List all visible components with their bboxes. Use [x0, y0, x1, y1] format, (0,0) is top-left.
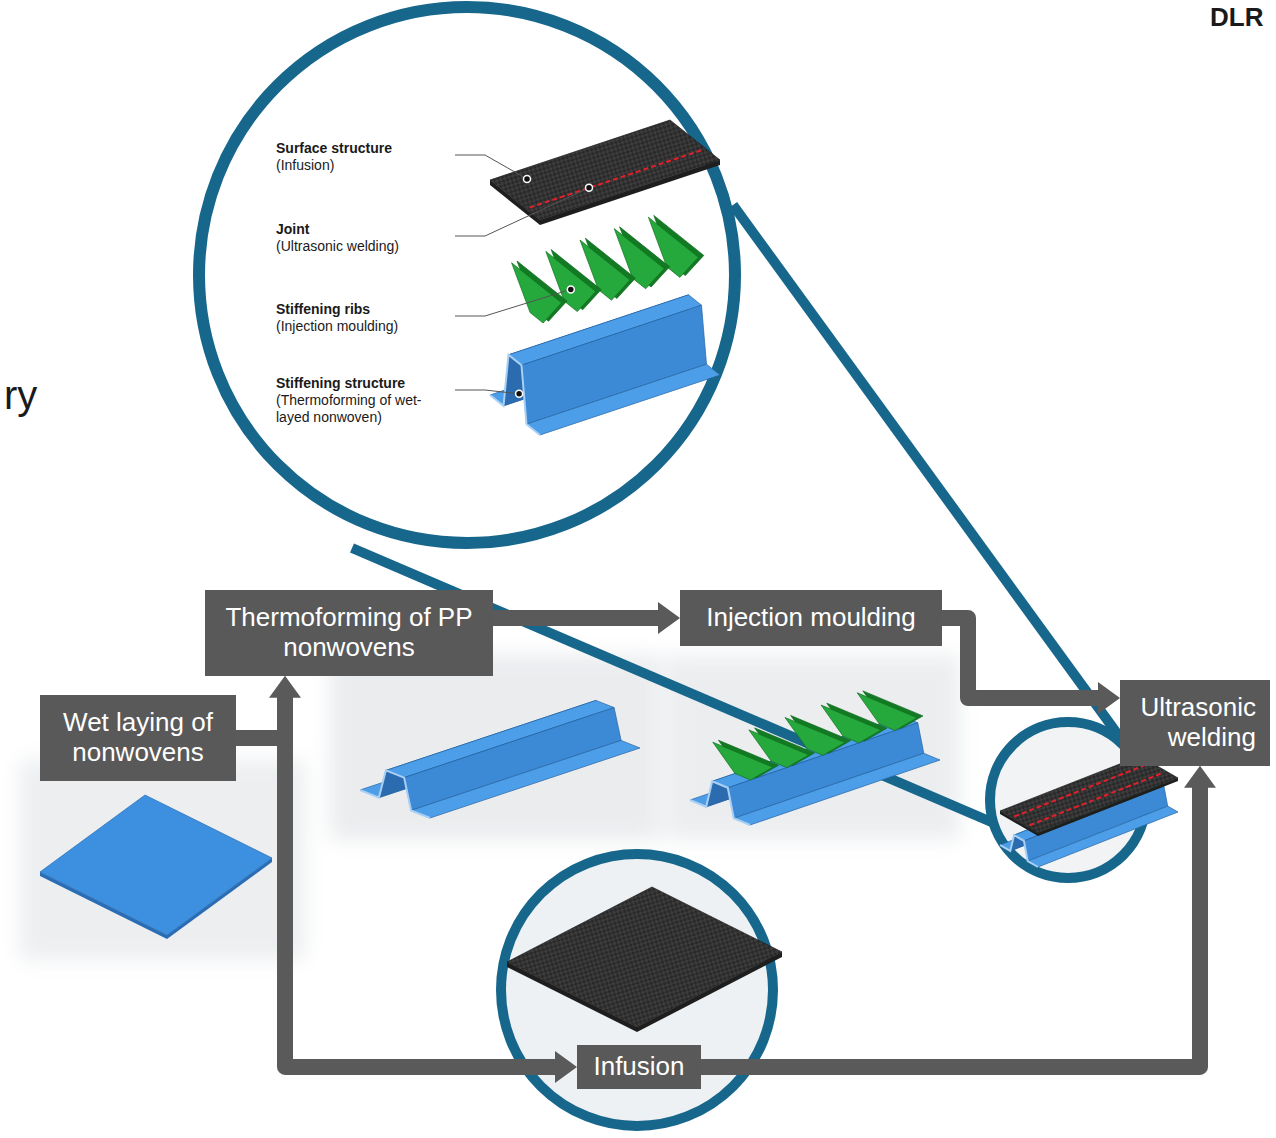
process-arrow	[493, 602, 680, 634]
part-name: Joint	[276, 221, 309, 238]
arrow-head	[269, 676, 301, 698]
arrow-head	[555, 1051, 577, 1083]
process-label: Infusion	[577, 1045, 701, 1089]
process-name: Wet laying of nonwovens	[52, 708, 224, 768]
leader-line	[455, 188, 589, 236]
arrow-head	[658, 602, 680, 634]
leader-dot	[567, 286, 574, 293]
profile-edge	[360, 770, 430, 818]
process-label: Ultrasonic welding	[1120, 680, 1270, 766]
plate	[40, 795, 272, 935]
process-arrow	[493, 610, 660, 626]
photo-background	[330, 655, 660, 840]
part-name: Stiffening structure	[276, 375, 405, 392]
profile-edge	[490, 355, 540, 435]
process-arrow	[942, 618, 1100, 698]
plate	[507, 887, 782, 1027]
process-arrow	[701, 766, 1216, 1067]
profile-edge	[690, 781, 750, 825]
parts	[40, 120, 1178, 1032]
process-arrow	[942, 618, 1120, 714]
photo-background	[20, 655, 960, 960]
leader-line	[455, 155, 527, 179]
plate	[1000, 756, 1178, 833]
weld-line	[530, 150, 703, 208]
profile-edge	[1000, 835, 1038, 867]
process-label: Injection moulding	[680, 590, 942, 646]
process-arrow	[236, 676, 301, 738]
leader-dot	[586, 184, 593, 191]
part-process: (Infusion)	[276, 157, 334, 174]
process-name: Injection moulding	[694, 603, 928, 633]
part-process: (Thermoforming of wet-layed nonwoven)	[276, 392, 431, 426]
zoom-circle	[199, 7, 735, 543]
plate	[490, 120, 720, 220]
formed-profile	[411, 740, 640, 818]
arrow-head	[1098, 682, 1120, 714]
leader-line	[455, 289, 571, 316]
process-name: Ultrasonic welding	[1134, 693, 1256, 753]
part-name: Surface structure	[276, 140, 392, 157]
process-name: Infusion	[589, 1052, 689, 1082]
weld-line	[1029, 773, 1163, 826]
page-text: ry	[4, 372, 37, 418]
zoom-line	[733, 205, 1140, 765]
part-name: Stiffening ribs	[276, 301, 370, 318]
page-text: DLR	[1210, 2, 1263, 32]
formed-profile	[527, 364, 721, 435]
process-name: Thermoforming of PP nonwovens	[219, 603, 479, 663]
rib	[713, 742, 773, 780]
arrow-head	[1184, 766, 1216, 788]
process-arrow	[701, 786, 1200, 1067]
process-label: Thermoforming of PP nonwovens	[205, 590, 493, 676]
part-process: (Ultrasonic welding)	[276, 238, 399, 255]
leader-lines	[455, 155, 593, 397]
photo-background	[665, 655, 960, 840]
rib	[512, 263, 562, 323]
leader-dot	[516, 390, 523, 397]
weld-line	[1014, 764, 1148, 817]
process-arrow	[236, 738, 577, 1083]
process-arrow	[236, 738, 557, 1067]
leader-dot	[524, 176, 531, 183]
part-process: (Injection moulding)	[276, 318, 398, 335]
leader-line	[455, 390, 519, 394]
process-label: Wet laying of nonwovens	[40, 695, 236, 781]
photo-background	[20, 760, 305, 960]
